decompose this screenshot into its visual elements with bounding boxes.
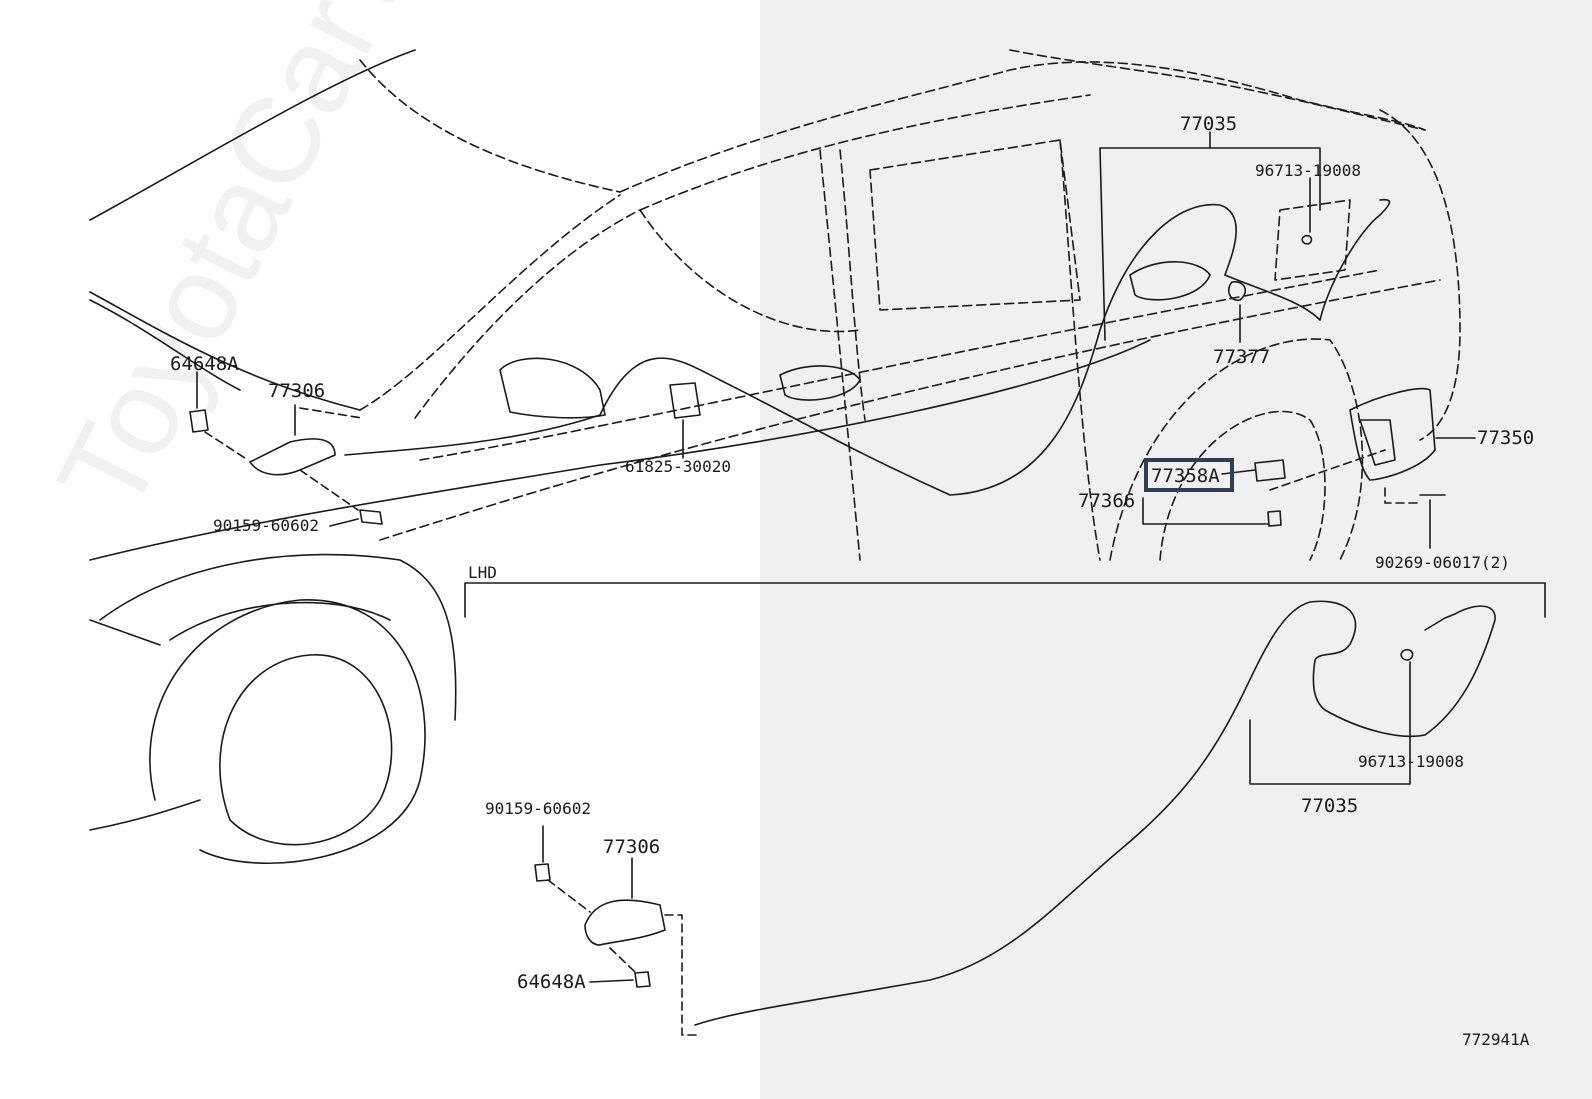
fuel-lid-inner (1359, 419, 1396, 466)
hood-front-line (89, 291, 361, 411)
release-cable-rear (1224, 198, 1391, 321)
label-64648a-bottom: 64648A (517, 971, 586, 993)
selected-part-77358a[interactable]: 77358A (1144, 458, 1234, 492)
label-lhd: LHD (468, 563, 497, 582)
b-pillar-2 (839, 149, 866, 421)
lhd-bracket (464, 582, 1546, 618)
rear-wheel (1159, 410, 1326, 561)
fender-arch (99, 553, 457, 721)
label-90159-bottom: 90159-60602 (485, 799, 591, 818)
b-pillar (819, 149, 861, 561)
bolt-90159-top (359, 509, 383, 525)
wheel-inner (219, 654, 393, 846)
label-90159-top: 90159-60602 (213, 516, 319, 535)
side-body-line-lower (89, 339, 1151, 561)
label-90269: 90269-06017(2) (1375, 553, 1510, 572)
cable-end-bottom (1424, 613, 1456, 631)
gray-background-panel (760, 0, 1592, 1099)
roof-inner (639, 94, 1091, 211)
leader-77366 (1142, 497, 1269, 525)
leader-77035-top (1099, 131, 1321, 341)
rear-window (869, 139, 1081, 311)
cushion-77366 (1267, 510, 1282, 527)
front-body-line (89, 619, 161, 646)
grommet-96713-bottom (1400, 648, 1414, 661)
diagram-id: 772941A (1462, 1030, 1530, 1049)
hood-lower-line (89, 299, 241, 391)
rear-quarter (1379, 109, 1461, 441)
leader-90159-top (329, 518, 359, 527)
label-96713-top: 96713-19008 (1255, 161, 1361, 180)
label-64648a-top: 64648A (170, 353, 239, 375)
label-96713-bottom: 96713-19008 (1358, 752, 1464, 771)
label-61825: 61825-30020 (625, 457, 731, 476)
a-pillar-line (414, 209, 641, 419)
hood-outline (89, 49, 416, 221)
selected-part-highlight (1144, 458, 1234, 492)
leader-77035-bottom (1249, 719, 1411, 785)
bolt-90159-bottom (534, 863, 551, 882)
clip-64648a-top (189, 409, 209, 433)
front-bumper-line (89, 799, 201, 831)
wheel-outer (149, 599, 426, 865)
release-cable-bottom (694, 600, 1496, 1026)
guide-fuel (1269, 449, 1421, 504)
opener-77377 (1228, 281, 1247, 301)
side-body-dash (379, 279, 1441, 541)
label-card-61825 (669, 382, 701, 419)
leader-64648a-bottom (589, 979, 634, 983)
lever-77306-top (249, 438, 336, 476)
fender-inner (169, 601, 391, 641)
grommet-96713-top (1301, 234, 1313, 245)
label-77035-bottom: 77035 (1301, 795, 1358, 817)
windshield-line (359, 194, 621, 411)
clip-64648a-bottom (634, 971, 651, 988)
label-77306-top: 77306 (268, 380, 325, 402)
release-cable-top (344, 203, 1237, 496)
lever-77306-bottom (584, 899, 666, 946)
rear-door-edge (1059, 139, 1101, 561)
hinge-77358a (1254, 459, 1286, 482)
label-77306-bottom: 77306 (603, 836, 660, 858)
mirror (499, 357, 606, 419)
label-77035-top: 77035 (1180, 113, 1237, 135)
roof-top-line (1009, 49, 1426, 131)
front-door-handle (779, 365, 861, 401)
rear-door-handle (1129, 261, 1211, 301)
guide-lever-bottom (547, 879, 699, 1036)
leader-77358a (1221, 469, 1256, 475)
label-77377: 77377 (1213, 346, 1270, 368)
label-77350: 77350 (1477, 427, 1534, 449)
front-door-edge (639, 209, 861, 333)
fuel-door-recess (1274, 199, 1351, 281)
label-77366: 77366 (1078, 490, 1135, 512)
label-77358a[interactable]: 77358A (1151, 465, 1220, 487)
rear-arch (1109, 338, 1364, 561)
fuel-lid (1349, 387, 1436, 481)
guide-lever-top (204, 407, 363, 511)
hood-edge (359, 59, 621, 193)
